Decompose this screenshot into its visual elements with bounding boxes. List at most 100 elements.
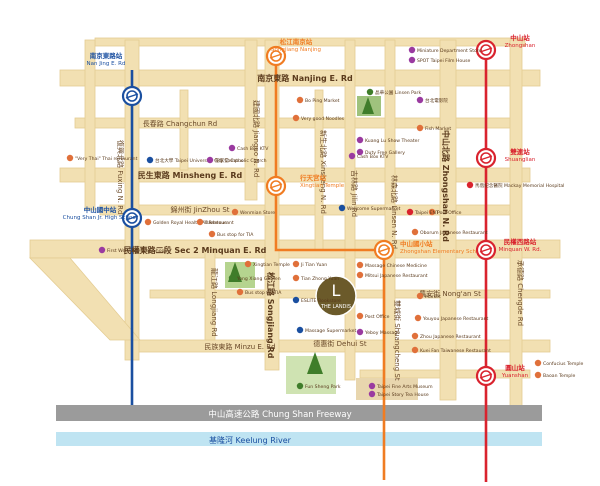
poi-icon (356, 148, 364, 156)
poi[interactable]: Kuang Lu Show Theater (356, 136, 420, 144)
poi[interactable]: Xingtian Temple (244, 260, 290, 268)
poi-label: Wellcome Supermarket (347, 206, 401, 212)
poi[interactable]: Fun Sheng Park (296, 382, 341, 390)
poi-icon (408, 56, 416, 64)
poi[interactable]: Ji Tian Yuan (292, 260, 327, 268)
poi[interactable]: Post Office (428, 208, 462, 216)
label-zhongshan-n: 中山北路 Zhongshan N. Rd (441, 130, 451, 242)
poi[interactable]: Cash Box KTV (228, 144, 269, 152)
poi[interactable]: Mitsui Japanese Restaurant (356, 271, 428, 279)
poi[interactable]: Very good Noodles (292, 114, 345, 122)
road-longjiang (204, 249, 216, 341)
poi-label: Xingtian Temple (253, 262, 290, 268)
poi[interactable]: Miniature Department Store (408, 46, 482, 54)
poi[interactable]: Golden Royal Health Pit Restaurant (144, 218, 234, 226)
poi-icon (231, 208, 239, 216)
poi-label: 聖家堂 Catholic Church (215, 157, 267, 164)
poi[interactable]: Youyou Japanese Restaurant (414, 314, 489, 322)
poi[interactable]: "Very Thai" Thai restaurant (66, 154, 138, 162)
poi[interactable]: Massage Supermarket (296, 326, 357, 334)
poi-icon (292, 274, 300, 282)
poi[interactable]: Post Office (356, 312, 390, 320)
poi[interactable]: 台北電影院 (416, 96, 449, 104)
poi[interactable]: Zhou Japanese Restaurant (411, 332, 481, 340)
poi[interactable]: Baoan Temple (534, 371, 576, 379)
label-jianguo: 建國北路 Jianguo N. Rd (252, 100, 261, 177)
poi[interactable]: Taipei Fine Arts Museum (368, 382, 433, 390)
poi[interactable]: Taipei Story Tea House (368, 390, 429, 398)
hotel-marker[interactable]: L THE LANDIS (315, 275, 357, 317)
poi[interactable]: 馬偕紀念醫院 Mackay Memorial Hospital (466, 181, 565, 189)
poi-icon (196, 218, 204, 226)
poi-label: Post Office (365, 314, 390, 320)
poi[interactable]: Bo Ping Market (296, 96, 340, 104)
station-name-en: Zhongshan Elementary School (400, 249, 485, 255)
poi-label: Yeboy Massage (364, 330, 400, 336)
poi-icon (348, 152, 356, 160)
poi[interactable]: Yeboy Massage (356, 328, 400, 336)
poi[interactable]: 聖家堂 Catholic Church (206, 156, 267, 164)
poi[interactable]: Wellcome Supermarket (338, 204, 401, 212)
poi[interactable]: SPOT Taipei Film House (408, 56, 471, 64)
poi-label: Mitsui Japanese Restaurant (365, 273, 428, 279)
station-name-zh: 中山站 (510, 33, 530, 42)
poi[interactable]: Bus stop for TIA (208, 230, 254, 238)
poi[interactable]: Bus stop for TIA (236, 288, 282, 296)
poi[interactable]: Wenmian Store (231, 208, 275, 216)
poi[interactable]: Confucius Temple (534, 359, 584, 367)
label-jilin: 吉林路 Jilin Rd (350, 170, 359, 217)
poi[interactable]: Taipei ENT (406, 208, 439, 216)
poi[interactable]: Kuei Fan Taiwanese Restaurant (411, 346, 491, 354)
poi-icon (236, 288, 244, 296)
poi-icon (296, 382, 304, 390)
tree-icon (307, 352, 323, 374)
poi-label: Cash Box KTV (237, 146, 269, 152)
poi-label: Fun Sheng Park (305, 384, 341, 390)
poi-label: SPOT Taipei Film House (417, 58, 471, 64)
label-fuxing: 復興北路 Fuxing N. Rd (116, 140, 125, 215)
poi[interactable]: 晶華公園 Linsen Park (366, 88, 422, 96)
poi[interactable]: Oborum Japanese Restaurant (411, 228, 488, 236)
roads (29, 37, 561, 411)
poi[interactable]: Massage Chinese Medicine (356, 261, 427, 269)
label-nanjing: 南京東路 Nanjing E. Rd (257, 73, 353, 83)
poi-label: Wenmian Store (240, 210, 275, 216)
label-minsheng: 民生東路 Minsheng E. Rd (138, 170, 243, 180)
freeway-label: 中山高速公路 Chung Shan Freeway (208, 409, 351, 420)
metro-logo-stroke (479, 373, 493, 379)
poi[interactable]: First Well Duty Free Shop (98, 246, 165, 254)
label-jinzhou: 錦州街 JinZhou St (170, 205, 229, 214)
poi[interactable]: Barbecue (196, 218, 227, 226)
label-nongan: 農安街 Nong'an St (419, 289, 481, 298)
poi[interactable]: Yong Xiang Garden (228, 274, 281, 282)
poi-icon (228, 274, 236, 282)
poi-icon (411, 332, 419, 340)
poi[interactable]: Cash Box KTV (348, 152, 389, 160)
label-chengde: 承德路 Chengde Rd (516, 260, 525, 326)
poi[interactable]: Duty Free Gallery (356, 148, 405, 156)
metro-logo-icon (270, 180, 282, 192)
poi[interactable]: Fish Market (416, 124, 452, 132)
river-label: 基隆河 Keelung River (209, 435, 292, 445)
poi[interactable]: 台北大學 Taipei University City Campus (146, 156, 244, 164)
poi-label: Taipei Story Tea House (376, 392, 429, 398)
poi-icon (296, 326, 304, 334)
hotel-name: THE LANDIS (320, 304, 351, 310)
poi[interactable]: Tian Zhong Yuan (292, 274, 339, 282)
poi-label: Yong Xiang Garden (236, 276, 281, 282)
poi[interactable]: ESLITE Bookstore (292, 296, 341, 304)
station-name-en: Yuanshan (501, 373, 529, 379)
poi-icon (356, 136, 364, 144)
poi[interactable]: Market (416, 292, 441, 300)
poi-label: Bo Ping Market (305, 98, 340, 104)
